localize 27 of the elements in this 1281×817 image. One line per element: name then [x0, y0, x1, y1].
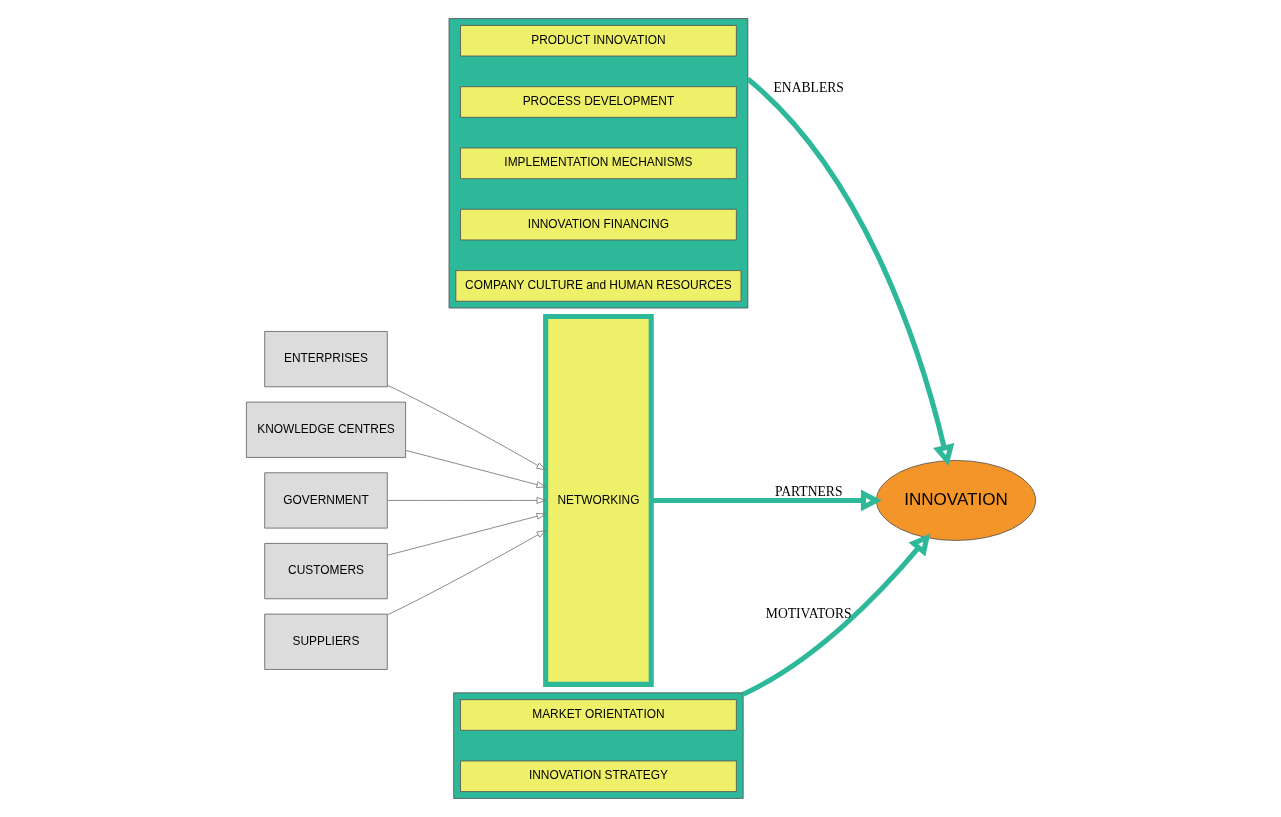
- arrow: [386, 530, 546, 616]
- node-box: MARKET ORIENTATION: [459, 699, 737, 731]
- node-box: SUPPLIERS: [263, 613, 388, 670]
- arrow: [386, 497, 546, 504]
- node-ellipse: INNOVATION: [875, 460, 1036, 541]
- node-box: GOVERNMENT: [263, 472, 388, 529]
- node-box: NETWORKING: [542, 314, 654, 687]
- edge-label: ENABLERS: [773, 79, 844, 95]
- edge-label: MOTIVATORS: [765, 605, 852, 621]
- node-box: IMPLEMENTATION MECHANISMS: [459, 147, 737, 180]
- node-box: ENTERPRISES: [263, 331, 388, 388]
- node-box: COMPANY CULTURE and HUMAN RESOURCES: [454, 270, 741, 302]
- cluster: [452, 692, 744, 799]
- cluster: [448, 18, 748, 309]
- node-box: INNOVATION FINANCING: [459, 208, 737, 241]
- arrow: [650, 489, 882, 512]
- arrow: [745, 77, 954, 466]
- node-box: CUSTOMERS: [263, 543, 388, 600]
- arrow: [386, 512, 546, 556]
- node-box: PRODUCT INNOVATION: [459, 24, 737, 57]
- node-box: PROCESS DEVELOPMENT: [459, 86, 737, 118]
- edge-label: PARTNERS: [774, 484, 842, 500]
- arrow: [741, 533, 930, 697]
- arrow: [386, 384, 546, 471]
- node-box: INNOVATION STRATEGY: [459, 760, 737, 793]
- node-box: KNOWLEDGE CENTRES: [245, 401, 406, 458]
- arrow: [404, 450, 546, 488]
